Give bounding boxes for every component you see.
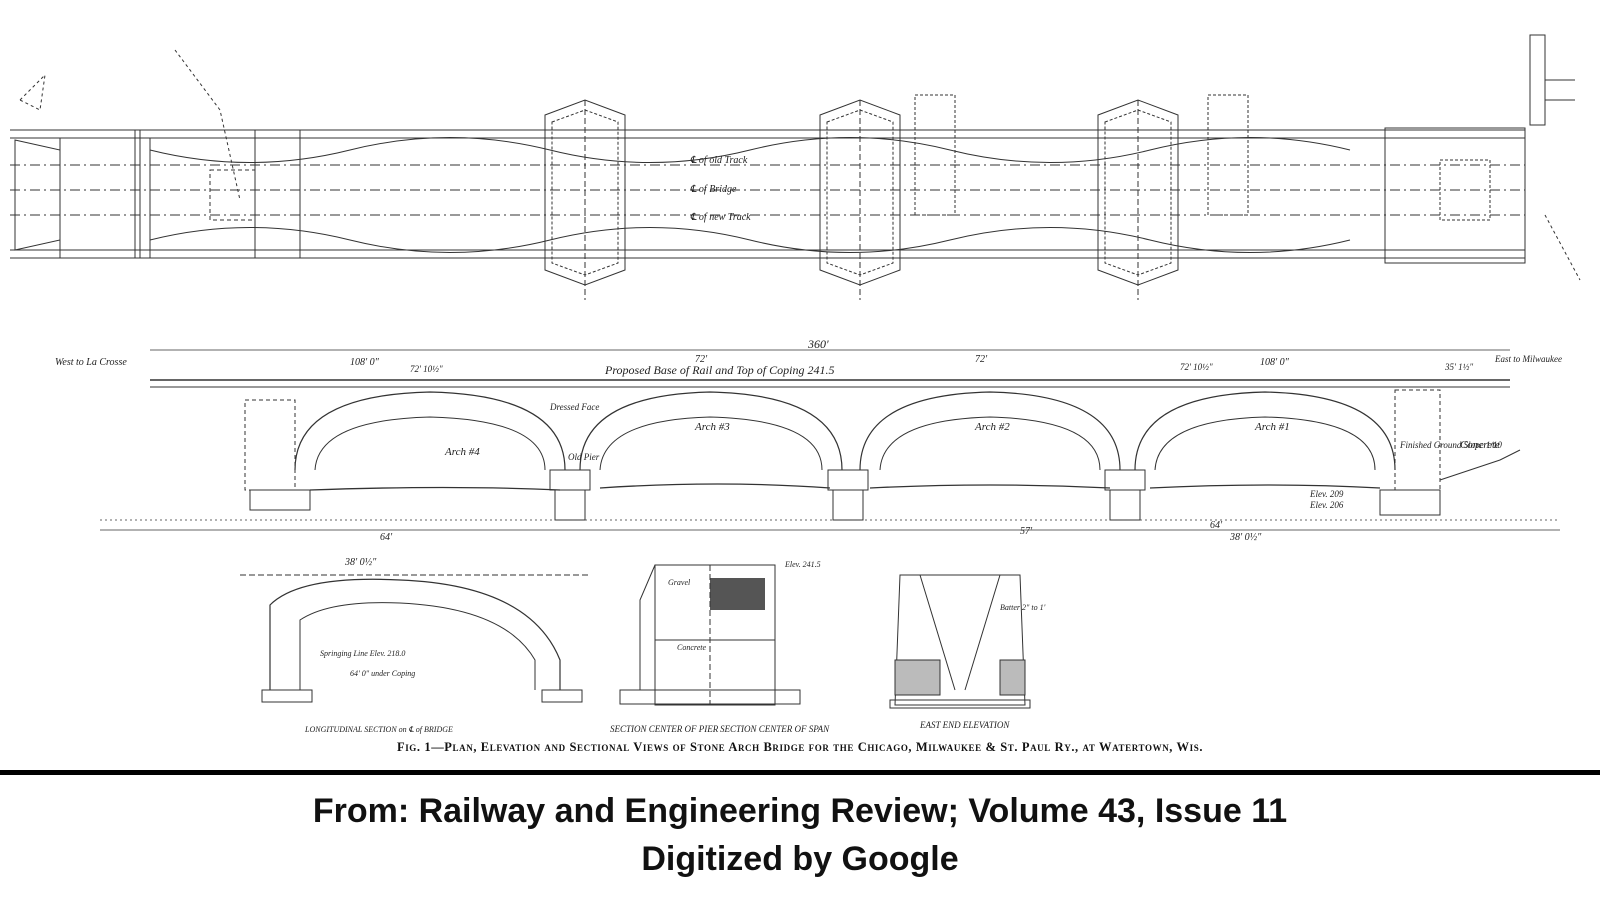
plan-label-old-track: ℄ of old Track <box>690 155 748 166</box>
elev-bottom-dim-3: 57' <box>1020 526 1033 537</box>
arch-4-label: Arch #4 <box>444 446 480 458</box>
elevation-view <box>100 349 1560 531</box>
elev-209-note: Elev. 209 <box>1309 489 1344 499</box>
arch-3-label: Arch #3 <box>694 421 730 433</box>
sec-springing: Springing Line Elev. 218.0 <box>320 649 405 658</box>
elev-grout-note: Dressed Face <box>549 402 599 412</box>
elev-dim-right-c: 35' 1½" <box>1444 362 1473 372</box>
plan-label-bridge: ℄ of Bridge <box>690 184 737 195</box>
arch-2 <box>859 391 1121 471</box>
elev-old-pier-note: Old Pier <box>568 452 600 462</box>
elev-bottom-dim-2: 38' 0½" <box>344 557 377 568</box>
elev-dim-left-side: 108' 0" <box>350 357 380 368</box>
arch-2-label: Arch #2 <box>974 421 1010 433</box>
east-end-section <box>889 574 1031 709</box>
elev-dim-left-b: 72' 10½" <box>410 364 443 374</box>
sec-pier-title: SECTION CENTER OF PIER <box>610 724 719 734</box>
sec-under-coping: 64' 0" under Coping <box>350 669 415 678</box>
sec-concrete: Concrete <box>677 643 706 652</box>
longitudinal-section <box>240 574 590 703</box>
sec-elev-241: Elev. 241.5 <box>784 560 821 569</box>
sec-span-title: SECTION CENTER OF SPAN <box>720 724 830 734</box>
elev-dim-span-right: 72' <box>975 354 988 365</box>
elev-bottom-dim-1: 64' <box>380 532 393 543</box>
elev-206-note: Elev. 206 <box>1309 500 1344 510</box>
plan-view <box>10 34 1581 300</box>
elev-dim-right-side: 108' 0" <box>1260 357 1290 368</box>
sec-longitudinal-title: LONGITUDINAL SECTION on ℄ of BRIDGE <box>304 725 453 734</box>
plan-pier-2 <box>819 99 901 300</box>
elev-bottom-dim-5: 38' 0½" <box>1229 532 1262 543</box>
arch-3 <box>579 391 843 471</box>
arch-4 <box>294 391 566 471</box>
elev-dim-total: 360' <box>807 337 829 351</box>
arch-1-label: Arch #1 <box>1254 421 1290 433</box>
elev-dim-span-left: 72' <box>695 354 708 365</box>
plan-label-new-track: ℄ of new Track <box>690 212 751 223</box>
sec-batter: Batter 2" to 1' <box>1000 603 1046 612</box>
elev-dim-right-b: 72' 10½" <box>1180 362 1213 372</box>
source-line: From: Railway and Engineering Review; Vo… <box>312 792 1288 830</box>
elev-west-label: West to La Crosse <box>55 357 127 368</box>
figure-caption: Fig. 1—Plan, Elevation and Sectional Vie… <box>396 740 1204 754</box>
pier-span-section <box>619 564 801 706</box>
bridge-drawing: ℄ of old Track ℄ of Bridge ℄ of new Trac… <box>10 34 1581 734</box>
arch-1 <box>1134 391 1396 471</box>
elev-east-label: East to Milwaukee <box>1494 354 1562 364</box>
digitized-line: Digitized by Google <box>641 840 959 878</box>
divider-rule <box>0 770 1600 775</box>
plan-pier-1 <box>544 99 626 300</box>
elev-bottom-dim-4: 64' <box>1210 520 1223 531</box>
plan-pier-3 <box>1097 99 1179 300</box>
sec-east-end-title: EAST END ELEVATION <box>919 720 1010 730</box>
elev-concrete-note: Concrete <box>1460 439 1500 451</box>
sec-gravel: Gravel <box>668 578 691 587</box>
elev-finished-ground: Finished Ground Slope 1/10 <box>1399 440 1502 450</box>
elev-base-rail: Proposed Base of Rail and Top of Coping … <box>604 363 834 377</box>
